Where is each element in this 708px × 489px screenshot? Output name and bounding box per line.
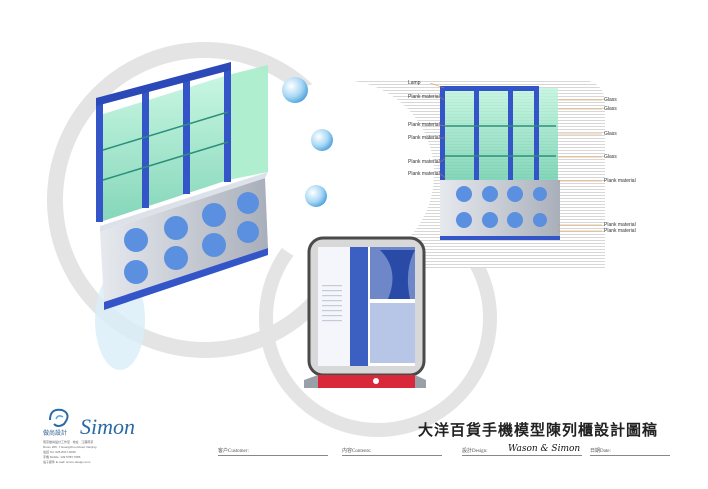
- callout-right-6: Plank material: [604, 222, 636, 228]
- callout-left-4: Plank material: [408, 135, 440, 141]
- logo-en-text: Simon: [80, 414, 135, 439]
- contact-line-5: 電子郵件 E-mail: simon-design.com: [43, 460, 91, 464]
- logo-icon: [49, 408, 69, 427]
- callout-right-4: Glass: [604, 154, 617, 160]
- callout-right-7: Plank material: [604, 228, 636, 234]
- contents-divider: [342, 455, 442, 456]
- designer-signature: Wason & Simon: [508, 444, 581, 454]
- callout-right-5: Plank material: [604, 178, 636, 184]
- contact-line-4: 手機 Mobile: 139 5783 7686: [43, 455, 81, 459]
- callout-left-2: Plank material: [408, 94, 440, 100]
- callout-right-3: Glass: [604, 131, 617, 137]
- callout-right-2: Glass: [604, 106, 617, 112]
- callout-left-6: Plank material: [408, 171, 440, 177]
- contact-line-2: Room 206, 7 Guangzhou Road, Nanjing: [43, 445, 97, 449]
- bubble-icons: [282, 77, 333, 207]
- customer-label: 客户Customer:: [218, 449, 249, 454]
- design-divider: [462, 455, 582, 456]
- contents-label: 内容Contents:: [342, 449, 372, 454]
- date-label: 日期Date:: [590, 449, 611, 454]
- cabinet-elevation: [429, 82, 602, 240]
- contact-line-3: 電話 Tel: 025-8317-6099: [43, 450, 76, 454]
- logo-cn-text: 做尚設計: [43, 430, 68, 437]
- cabinet-perspective: [95, 62, 268, 370]
- design-label: 設計Design:: [462, 449, 488, 454]
- poster-stand: [304, 236, 426, 388]
- callout-left-5: Plank material: [408, 159, 440, 165]
- sheet-title: 大洋百貨手機模型陳列櫃設計圖稿: [418, 421, 659, 439]
- customer-divider: [218, 455, 328, 456]
- callout-right-1: Glass: [604, 97, 617, 103]
- callout-left-1: Lamp: [408, 80, 421, 86]
- callout-left-3: Plank material: [408, 122, 440, 128]
- contact-line-1: 南京做尚設計工作室 · 地址 · 江蘇南京: [43, 440, 94, 444]
- date-divider: [590, 455, 670, 456]
